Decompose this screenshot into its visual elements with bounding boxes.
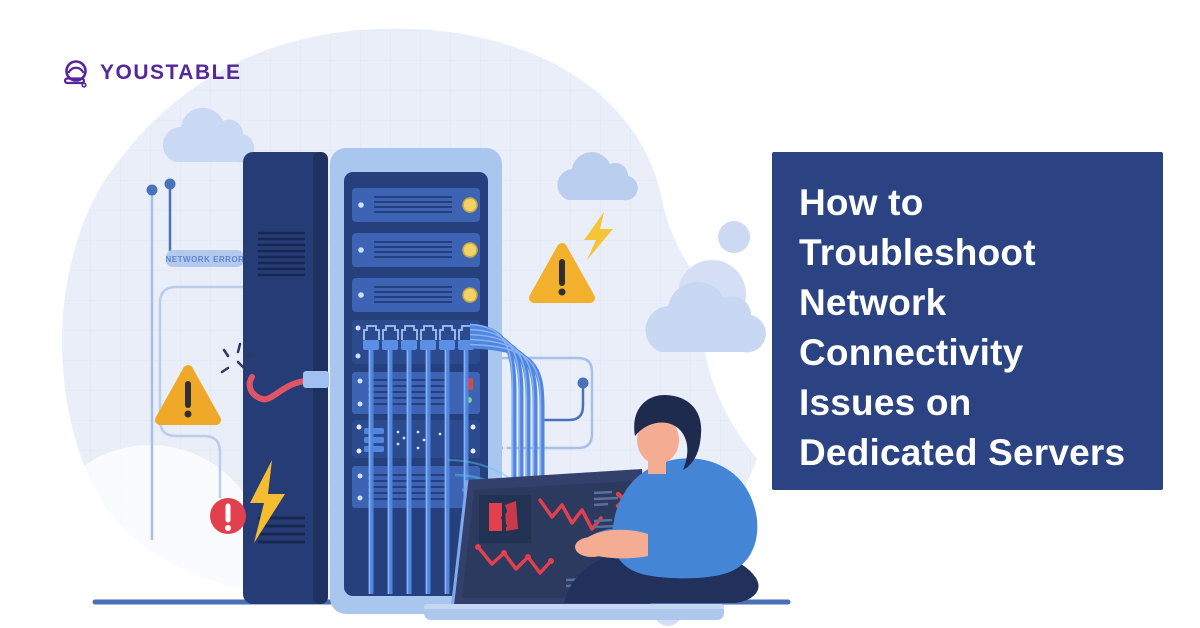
lightning-bolt-icon [250,460,285,543]
network-error-badge: NETWORK ERROR [166,250,245,267]
error-exclamation-circle-icon [210,498,246,534]
unplugged-cable-icon [220,342,329,403]
brand-name: YOUSTABLE [100,61,242,84]
broken-file-icon [489,501,518,532]
rack-cables [368,350,469,594]
server-unit [352,188,480,222]
declining-chart-line [538,498,603,531]
server-cabinet [243,152,328,604]
server-rack [330,148,502,614]
logo: YOUSTABLE [60,58,241,88]
title-line: Issues on [799,382,972,423]
title-panel: How to Troubleshoot Network Connectivity… [772,152,1163,490]
server-unit [352,278,480,312]
person [563,394,759,603]
lightning-bolt-icon [584,212,613,260]
ethernet-ports [363,325,475,340]
warning-triangle-icon [529,243,595,303]
server-unit [352,233,480,267]
network-error-label: NETWORK ERROR [166,255,245,264]
title-line: Troubleshoot [799,232,1036,273]
title-line: Network [799,282,947,323]
zigzag-chart [475,544,554,575]
title-line: Connectivity [799,332,1024,373]
warning-triangle-icon [155,365,221,425]
person-hand [575,537,609,557]
person-hair [634,394,702,470]
title-line: Dedicated Servers [799,432,1126,473]
title-line: How to [799,182,924,223]
cloud-icon [557,152,638,201]
cloud-icon [645,281,766,353]
headset-helmet-icon [63,60,87,88]
error-list [593,490,619,529]
cloud-icon [162,107,255,163]
spark-burst-icon [220,342,255,374]
network-connector-lines [146,178,594,540]
